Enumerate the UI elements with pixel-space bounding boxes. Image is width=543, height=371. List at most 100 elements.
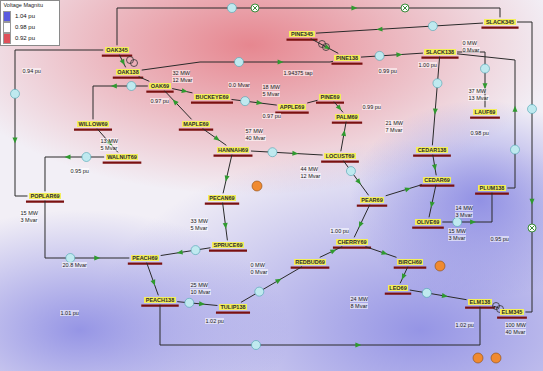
flow-value: 0.99 pu (362, 104, 381, 110)
transmission-line (517, 22, 532, 312)
flow-value: 5 Mvar (100, 145, 118, 151)
loading-pie (191, 246, 200, 255)
transmission-line (365, 247, 396, 258)
bus-name: PEAR69 (361, 197, 382, 203)
bus-bar (102, 55, 132, 57)
bus-label: LOCUST69 (324, 153, 356, 159)
flow-arrow (64, 155, 70, 160)
flow-arrow (355, 178, 363, 186)
bus-bar (420, 185, 455, 187)
breaker-symbol (528, 224, 536, 232)
generator-symbol (435, 261, 445, 271)
flow-arrow (94, 256, 100, 261)
transmission-line (354, 205, 370, 238)
flow-value: 33 MW (190, 218, 208, 224)
flow-value: 0.94 pu (22, 68, 41, 74)
bus-bar (146, 91, 173, 93)
flow-value: 1.02 pu (455, 322, 474, 328)
loading-pie (252, 341, 261, 350)
flow-arrow (405, 186, 412, 193)
flow-value: 20.8 Mvar (62, 262, 87, 268)
high-voltage-zone (0, 210, 290, 371)
transmission-line (361, 53, 423, 57)
bus-label: OLIVE69 (415, 219, 441, 225)
breaker-symbol (251, 4, 259, 12)
bus-label: PINE345 (289, 31, 314, 37)
breaker-symbol (401, 4, 409, 12)
loading-pie (433, 79, 442, 88)
loading-pie (227, 4, 236, 13)
flow-arrow (151, 279, 158, 286)
flow-value: 12 Mvar (172, 77, 193, 83)
generator-symbol (491, 353, 501, 363)
breaker-symbol (253, 6, 258, 11)
bus-label: PINE69 (319, 94, 341, 100)
generator-symbol (252, 181, 262, 191)
bus-name: WILLOW69 (78, 121, 107, 127)
bus-name: WALNUT69 (107, 154, 137, 160)
flow-value: 32 MW (172, 70, 190, 76)
bus-name: SPRUCE69 (213, 242, 242, 248)
flow-arrow (376, 27, 382, 32)
bus-bar (191, 102, 233, 104)
flow-value: 18 MW (262, 84, 280, 90)
bus-label: SLACK138 (424, 49, 455, 55)
bus-bar (74, 129, 112, 131)
bus-bar (214, 155, 253, 157)
transmission-line (311, 39, 339, 54)
bus-bar (357, 205, 387, 207)
legend-text: 0.92 pu (15, 35, 35, 42)
transmission-line (160, 305, 480, 345)
bus-bar (216, 312, 250, 314)
transmission-line (164, 91, 191, 120)
bus-bar (412, 227, 444, 229)
flow-arrow (275, 277, 283, 284)
loading-pie (346, 167, 355, 176)
flow-arrow (13, 138, 18, 144)
bus-name: BUCKEYE69 (195, 94, 228, 100)
flow-value: 21 MW (385, 120, 403, 126)
loading-pie (11, 89, 20, 98)
generators (252, 181, 501, 363)
transmission-line (223, 155, 232, 194)
high-voltage-zone (350, 100, 543, 300)
flow-arrow (223, 175, 229, 182)
transmission-line (117, 8, 500, 45)
bus-label: PEACH138 (144, 297, 175, 303)
bus-name: ELM345 (502, 309, 523, 315)
loading-pie (453, 218, 462, 227)
bus-label: OAK69 (149, 83, 170, 89)
flow-value: 0.98 pu (470, 130, 489, 136)
bus-bar (385, 293, 411, 295)
loading-pie (511, 145, 520, 154)
bus-name: PINE138 (336, 55, 358, 61)
loading-pie (375, 51, 384, 60)
bus-bar (497, 317, 527, 319)
flow-arrow (213, 135, 221, 143)
loading-pie (528, 105, 537, 114)
legend-swatch (3, 33, 11, 44)
flow-value: 25 MW (190, 282, 208, 288)
flow-arrow (396, 52, 402, 57)
bus-name: CEDAR69 (424, 177, 450, 183)
transmission-line (386, 185, 422, 196)
bus-name: PLUM138 (480, 185, 505, 191)
bus-label: PALM69 (335, 114, 359, 120)
transmission-line (203, 129, 227, 146)
bus-bar (481, 27, 518, 29)
flow-value: 1.00 pu (418, 62, 437, 68)
bus-label: PECAN69 (208, 195, 236, 201)
flow-value: 1.94375 tap (283, 70, 313, 76)
transmission-line (442, 193, 492, 222)
bus-bar (103, 162, 142, 164)
loading-pie (185, 298, 194, 307)
bus-name: PEACH138 (146, 297, 174, 303)
flow-arrow (199, 301, 205, 307)
flow-arrow (171, 98, 179, 106)
bus-name: OAK138 (117, 69, 138, 75)
bus-label: POPLAR69 (29, 193, 61, 199)
flow-value: 0.99 pu (378, 68, 397, 74)
bus-label: ELM138 (468, 299, 492, 305)
